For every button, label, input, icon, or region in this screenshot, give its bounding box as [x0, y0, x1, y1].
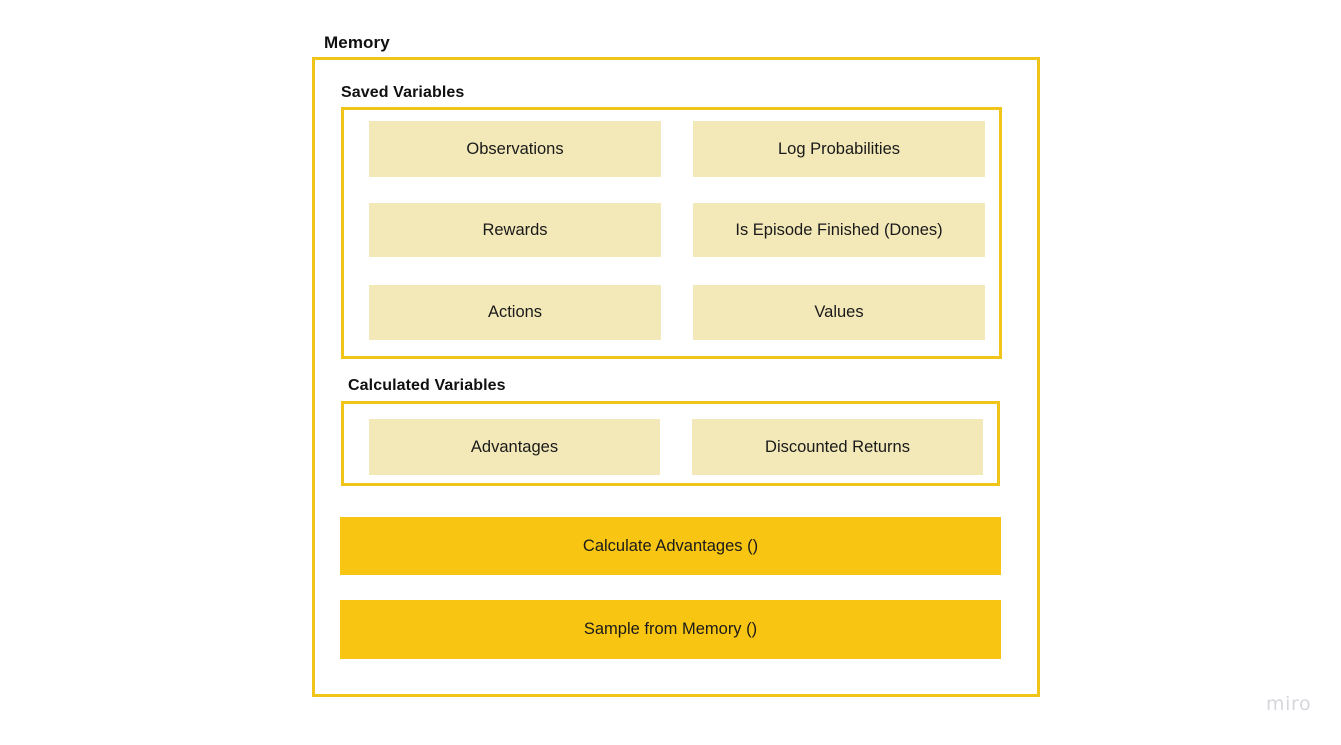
variable-box-values: Values: [693, 285, 985, 340]
action-sample-from-memory[interactable]: Sample from Memory (): [340, 600, 1001, 659]
action-calculate-advantages[interactable]: Calculate Advantages (): [340, 517, 1001, 575]
saved-variables-title: Saved Variables: [341, 84, 465, 101]
calculated-variables-title: Calculated Variables: [348, 377, 506, 394]
memory-group-title: Memory: [324, 33, 390, 52]
variable-box-is-episode-finished: Is Episode Finished (Dones): [693, 203, 985, 257]
variable-box-log-probabilities: Log Probabilities: [693, 121, 985, 177]
variable-box-actions: Actions: [369, 285, 661, 340]
variable-box-rewards: Rewards: [369, 203, 661, 257]
variable-box-observations: Observations: [369, 121, 661, 177]
variable-box-discounted-returns: Discounted Returns: [692, 419, 983, 475]
miro-watermark: miro: [1266, 693, 1312, 715]
variable-box-advantages: Advantages: [369, 419, 660, 475]
